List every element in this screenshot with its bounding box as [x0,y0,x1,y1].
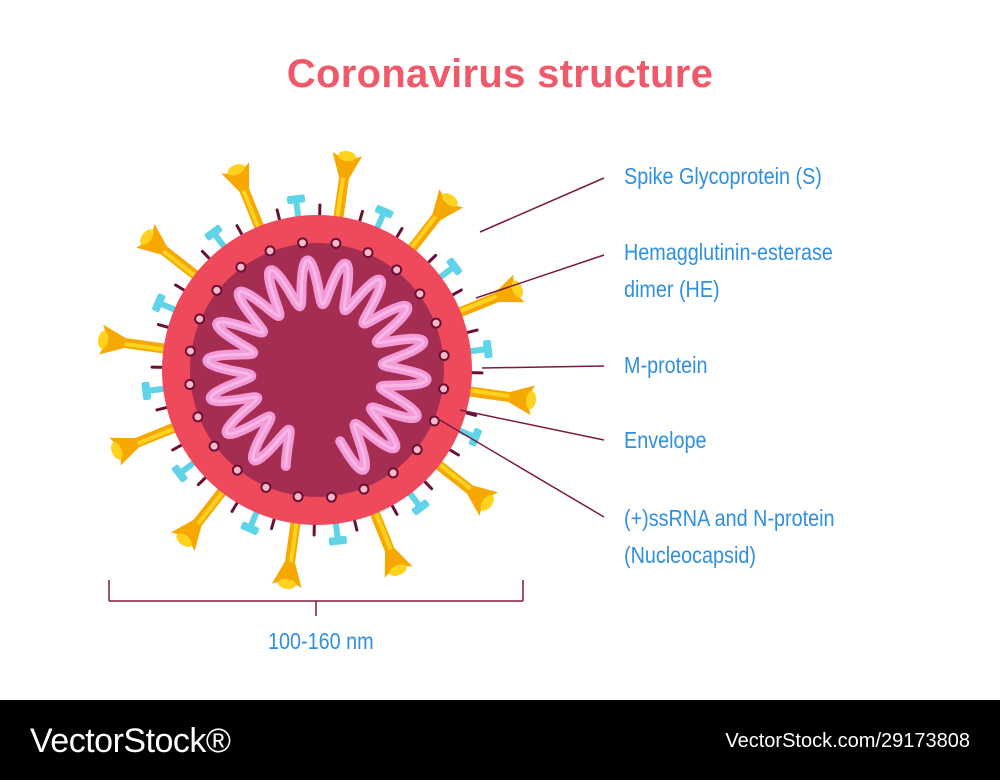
label-hemagglutinin-esterase: Hemagglutinin-esterase dimer (HE) [624,234,833,308]
footer-bar: VectorStock® VectorStock.com/29173808 [0,700,1000,780]
envelope-protein-icon [264,245,276,257]
spike-glycoproteins [97,150,537,590]
label-envelope-text: Envelope [624,427,707,453]
spike-glycoprotein-icon [271,517,302,590]
envelope-protein-icon [235,261,247,273]
label-spike-glycoprotein: Spike Glycoprotein (S) [624,158,822,195]
label-he-line1: Hemagglutinin-esterase [624,239,833,265]
label-nucleocapsid: (+)ssRNA and N-protein (Nucleocapsid) [624,500,835,574]
envelope-protein-icon [184,378,196,390]
rna-nucleocapsid-core [206,258,429,472]
leader-line-rna [439,419,605,518]
envelope-protein-icon [260,481,272,493]
envelope-protein-icon [325,491,337,503]
envelope-protein-icon [414,288,426,300]
leader-line-he [475,254,605,299]
label-he-line2: dimer (HE) [624,275,720,302]
label-spike-text: Spike Glycoprotein (S) [624,163,822,189]
envelope-protein-icon [358,483,370,495]
spike-glycoprotein-icon [454,274,525,319]
envelope-proteins [184,237,450,503]
envelope-protein-icon [194,313,206,325]
label-m-protein-text: M-protein [624,352,708,378]
envelope-protein-icon [438,350,450,362]
envelope-protein-icon [297,237,309,249]
virus-core [190,243,444,497]
spike-glycoprotein-icon [405,188,464,255]
envelope-protein-icon [438,383,450,395]
envelope-protein-icon [391,264,403,276]
leader-line-m-protein [481,365,605,369]
spike-glycoprotein-icon [170,485,229,552]
envelope-protein-icon [231,464,243,476]
spike-glycoprotein-icon [221,162,266,233]
spike-glycoprotein-icon [464,385,537,416]
vectorstock-logo-icon: VectorStock® [30,722,231,760]
leader-lines [439,177,605,518]
envelope-protein-icon [387,467,399,479]
leader-line-spike [479,177,605,233]
label-rna-line1: (+)ssRNA and N-protein [624,505,835,531]
spike-glycoprotein-icon [432,458,499,517]
envelope-protein-icon [411,444,423,456]
hemagglutinin-esterase-dimers [141,194,493,546]
label-envelope: Envelope [624,422,706,459]
scale-bar [108,580,524,616]
label-rna-line2: (Nucleocapsid) [624,541,756,568]
envelope-protein-icon [428,415,440,427]
envelope-protein-icon [211,284,223,296]
label-m-protein: M-protein [624,347,708,384]
scale-label: 100-160 nm [268,628,374,654]
envelope-protein-icon [362,247,374,259]
spike-glycoprotein-icon [332,150,363,223]
envelope-protein-icon [430,317,442,329]
leader-line-envelope [459,409,605,441]
spike-glycoprotein-icon [368,507,413,578]
envelope-protein-icon [330,237,342,249]
envelope-protein-icon [192,411,204,423]
spike-glycoprotein-icon [109,421,180,466]
spike-glycoprotein-icon [97,324,170,355]
spike-glycoprotein-icon [135,223,202,282]
page-title: Coronavirus structure [286,52,714,96]
image-id: VectorStock.com/29173808 [725,730,970,752]
envelope-protein-icon [208,440,220,452]
envelope-protein-icon [184,345,196,357]
virus-diagram [97,150,605,616]
envelope-protein-icon [292,491,304,503]
